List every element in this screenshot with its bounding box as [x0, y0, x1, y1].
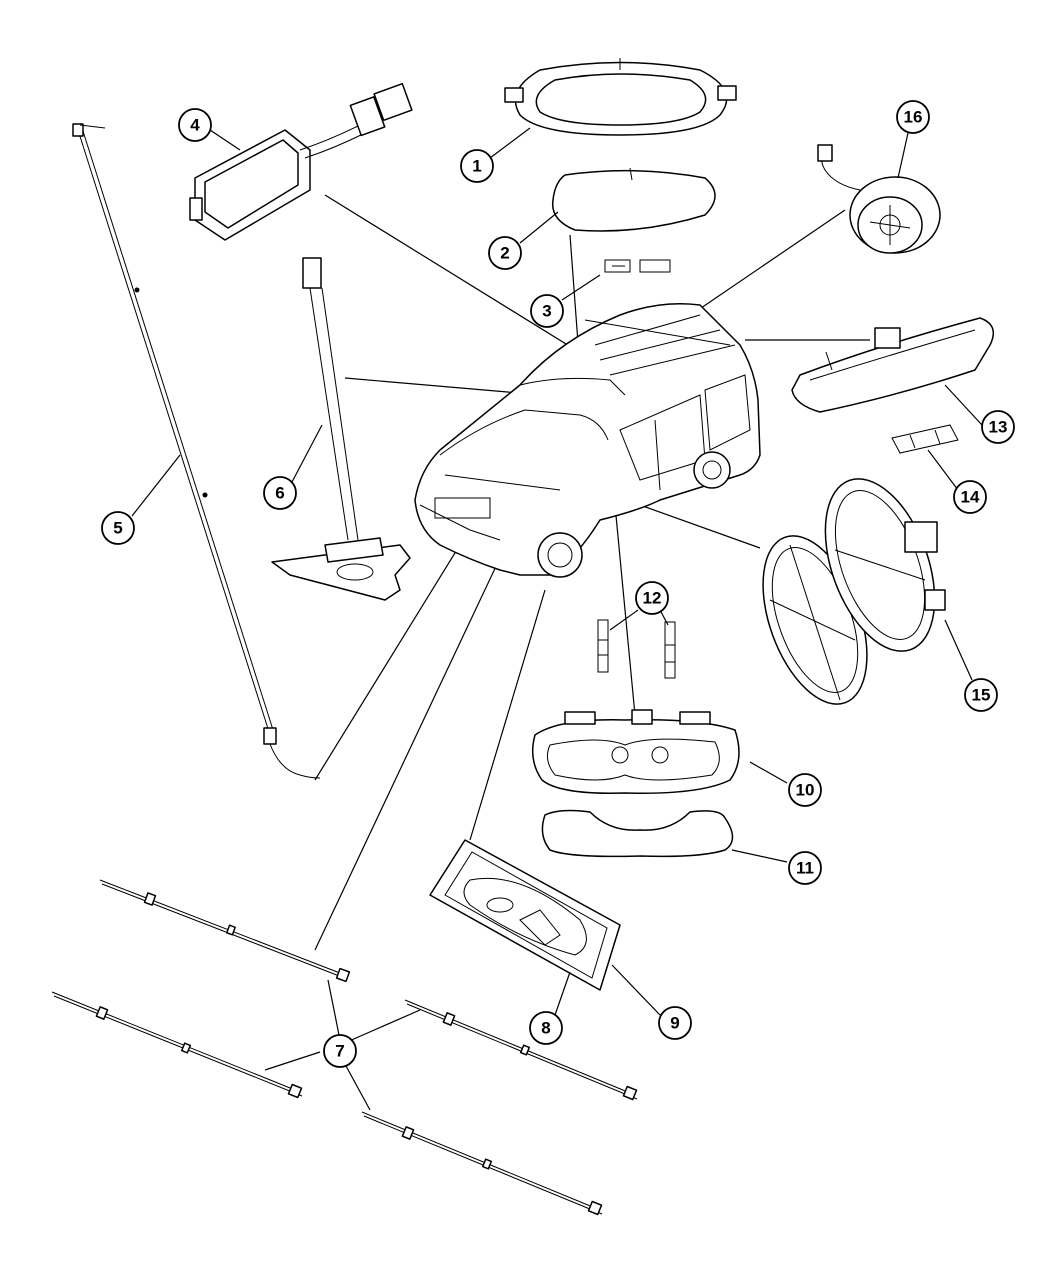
overhead-bezel-part	[504, 58, 737, 136]
bracket-part	[271, 257, 411, 601]
callout-10-label: 10	[796, 781, 815, 800]
callout-14: 14	[953, 480, 987, 514]
callout-12-label: 12	[643, 589, 662, 608]
callout-3: 3	[530, 294, 564, 328]
callout-15: 15	[964, 678, 998, 712]
callout-6: 6	[263, 476, 297, 510]
callout-9: 9	[658, 1006, 692, 1040]
callout-1-label: 1	[472, 157, 481, 176]
callout-9-label: 9	[670, 1014, 679, 1033]
bulbs-12-part	[597, 619, 676, 679]
callout-2: 2	[488, 236, 522, 270]
callout-14-label: 14	[961, 488, 980, 507]
reading-lamp-lens-part	[541, 809, 734, 858]
callout-7-label: 7	[335, 1042, 344, 1061]
bulb-14-part	[891, 424, 959, 454]
minivan-body	[414, 303, 761, 578]
callout-16-label: 16	[904, 108, 923, 127]
callout-4: 4	[178, 108, 212, 142]
callout-16: 16	[896, 100, 930, 134]
callout-13-label: 13	[989, 418, 1008, 437]
dome-lamp-part	[762, 478, 946, 705]
callout-6-label: 6	[275, 484, 284, 503]
callout-8-label: 8	[541, 1019, 550, 1038]
sensor-part	[817, 144, 941, 254]
callout-15-label: 15	[972, 686, 991, 705]
callout-11: 11	[788, 851, 822, 885]
callout-12: 12	[635, 581, 669, 615]
callout-1: 1	[460, 149, 494, 183]
callout-7: 7	[323, 1034, 357, 1068]
rear-lamp-part	[791, 317, 995, 413]
callout-8: 8	[529, 1011, 563, 1045]
callout-5-label: 5	[113, 519, 122, 538]
callout-4-label: 4	[190, 116, 200, 135]
callout-3-label: 3	[542, 302, 551, 321]
callout-5: 5	[101, 511, 135, 545]
wire-harness-part	[51, 879, 638, 1216]
module-part	[189, 82, 413, 241]
callout-leaders	[131, 127, 983, 1016]
callout-2-label: 2	[500, 244, 509, 263]
bulb-part	[604, 259, 671, 273]
callout-11-label: 11	[796, 859, 814, 878]
cargo-lamp-part	[429, 839, 621, 991]
reading-lamp-part	[531, 709, 740, 794]
callout-10: 10	[788, 773, 822, 807]
lens-part	[551, 167, 716, 232]
antenna-cable-part	[72, 123, 321, 779]
callout-13: 13	[981, 410, 1015, 444]
